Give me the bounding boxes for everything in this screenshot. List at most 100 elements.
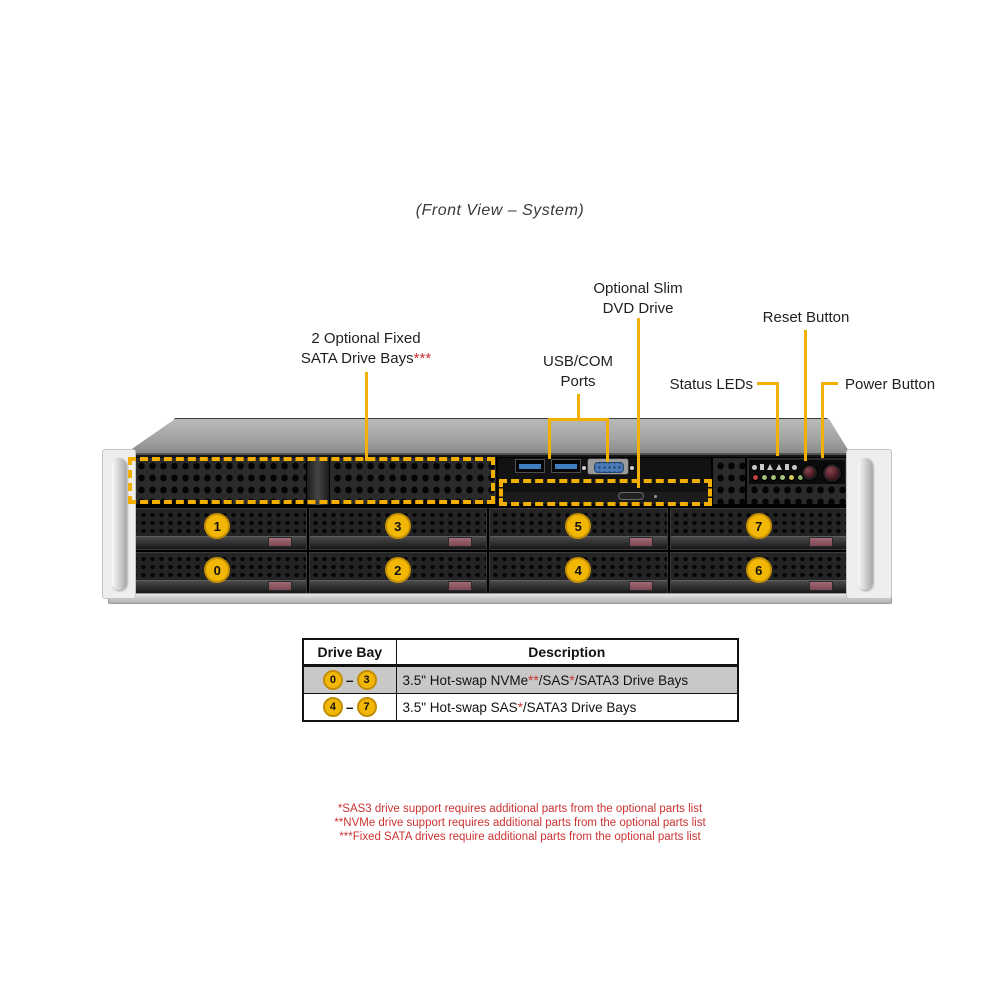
table-row: 4–7 3.5" Hot-swap SAS*/SATA3 Drive Bays [302, 693, 739, 722]
status-icon-row [752, 463, 802, 471]
control-panel [748, 459, 846, 485]
status-led-panel [752, 474, 804, 481]
range-dash: – [345, 699, 354, 715]
vent-divider [307, 457, 329, 505]
bay-number-badge: 0 [322, 670, 343, 690]
label-dvd-drive: Optional Slim DVD Drive [578, 279, 698, 319]
description-text: /SATA3 Drive Bays [522, 699, 637, 715]
face-divider [126, 505, 850, 508]
power-led-icon [785, 464, 789, 470]
usb-tab [555, 464, 577, 469]
usb-port-icon [515, 459, 545, 473]
bay-number-badge: 7 [356, 697, 377, 717]
callout-line-status-v [776, 382, 779, 456]
rack-handle-right [846, 449, 892, 599]
drive-tray: 0 [128, 552, 307, 594]
tray-latch [809, 581, 833, 591]
footnote-mark: * [569, 672, 575, 688]
header-drive-bay: Drive Bay [302, 638, 397, 667]
callout-line-power-v [821, 382, 824, 458]
label-status-leds: Status LEDs [669, 376, 753, 393]
drive-tray: 7 [669, 508, 848, 550]
drive-tray: 3 [308, 508, 487, 550]
drive-tray: 1 [128, 508, 307, 550]
tray-latch [809, 537, 833, 547]
reset-button [802, 465, 817, 480]
table-row: 0–3 3.5" Hot-swap NVMe**/SAS*/SATA3 Driv… [302, 665, 739, 694]
callout-line-usb-stem [577, 394, 580, 421]
tray-latch [628, 537, 653, 547]
label-usb-com-ports: USB/COM Ports [518, 352, 638, 392]
com-port-icon [582, 458, 634, 475]
nic2-activity-icon [767, 464, 773, 470]
com-port-pins [594, 462, 624, 473]
tray-latch [267, 581, 292, 591]
drive-tray: 2 [308, 552, 487, 594]
footnote-line: *SAS3 drive support requires additional … [337, 803, 703, 815]
tray-latch [448, 537, 472, 547]
footnote-line: ***Fixed SATA drives require additional … [339, 831, 701, 843]
chassis-front-face: 1 3 5 7 0 2 4 6 [126, 453, 850, 594]
drive-tray: 5 [489, 508, 668, 550]
callout-line-usb-left [548, 418, 551, 459]
fixed-sata-bay-vent-right [329, 457, 497, 505]
tray-latch [628, 581, 653, 591]
callout-line-reset [804, 330, 807, 461]
callout-line-status-h [757, 382, 779, 385]
label-sata-line1: 2 Optional Fixed [311, 330, 421, 347]
status-led [761, 474, 768, 481]
range-dash: – [345, 672, 354, 688]
bay-range-cell: 0–3 [302, 665, 397, 694]
callout-line-dvd [637, 318, 640, 488]
label-reset-button: Reset Button [762, 309, 850, 326]
highlight-dvd-drive [499, 479, 712, 506]
rack-handle-left [102, 449, 136, 599]
footnote-mark: ** [528, 672, 539, 688]
tray-latch [267, 537, 292, 547]
bay-number-badge: 3 [356, 670, 377, 690]
description-text: 3.5" Hot-swap NVMe [402, 672, 529, 688]
label-dvd-line2: DVD Drive [602, 300, 674, 317]
footnote-line: **NVMe drive support requires additional… [334, 817, 706, 829]
status-led [779, 474, 786, 481]
page-title: (Front View – System) [415, 202, 585, 219]
bay-number-badge: 4 [565, 557, 592, 583]
bay-number-badge: 3 [384, 513, 411, 539]
bay-number-badge: 0 [204, 557, 231, 583]
drive-tray: 4 [489, 552, 668, 594]
dvd-eject-button [618, 492, 644, 500]
status-led [770, 474, 777, 481]
bay-number-badge: 2 [384, 557, 411, 583]
label-usb-line1: USB/COM [542, 353, 613, 370]
footnotes: *SAS3 drive support requires additional … [0, 802, 1000, 844]
chassis-top-surface [126, 419, 850, 453]
highlight-fixed-sata-bays [128, 457, 495, 504]
bay-description-cell: 3.5" Hot-swap NVMe**/SAS*/SATA3 Drive Ba… [395, 665, 739, 694]
hdd-activity-icon [776, 464, 782, 470]
callout-line-power-h [821, 382, 838, 385]
usb-port-icon [551, 459, 581, 473]
bay-range-cell: 4–7 [302, 693, 397, 722]
nic1-activity-icon [760, 464, 764, 470]
unit-id-icon [792, 464, 797, 470]
handle-grip [857, 458, 873, 590]
usb-tab [519, 464, 541, 469]
server-chassis: 1 3 5 7 0 2 4 6 [100, 415, 900, 607]
callout-line-usb-bracket [548, 418, 609, 421]
footnote-mark: * [517, 699, 523, 715]
label-dvd-line1: Optional Slim [593, 280, 683, 297]
dvd-activity-led [654, 495, 657, 498]
bay-number-badge: 5 [565, 513, 592, 539]
status-led [752, 474, 759, 481]
label-usb-line2: Ports [560, 373, 596, 390]
tray-latch [448, 581, 472, 591]
bay-number-badge: 4 [322, 697, 343, 717]
com-screw-icon [582, 466, 586, 470]
handle-grip [111, 458, 127, 590]
label-power-button: Power Button [845, 376, 936, 393]
header-description: Description [395, 638, 739, 667]
bay-number-badge: 6 [745, 557, 772, 583]
status-led [788, 474, 795, 481]
description-text: /SAS [538, 672, 570, 688]
